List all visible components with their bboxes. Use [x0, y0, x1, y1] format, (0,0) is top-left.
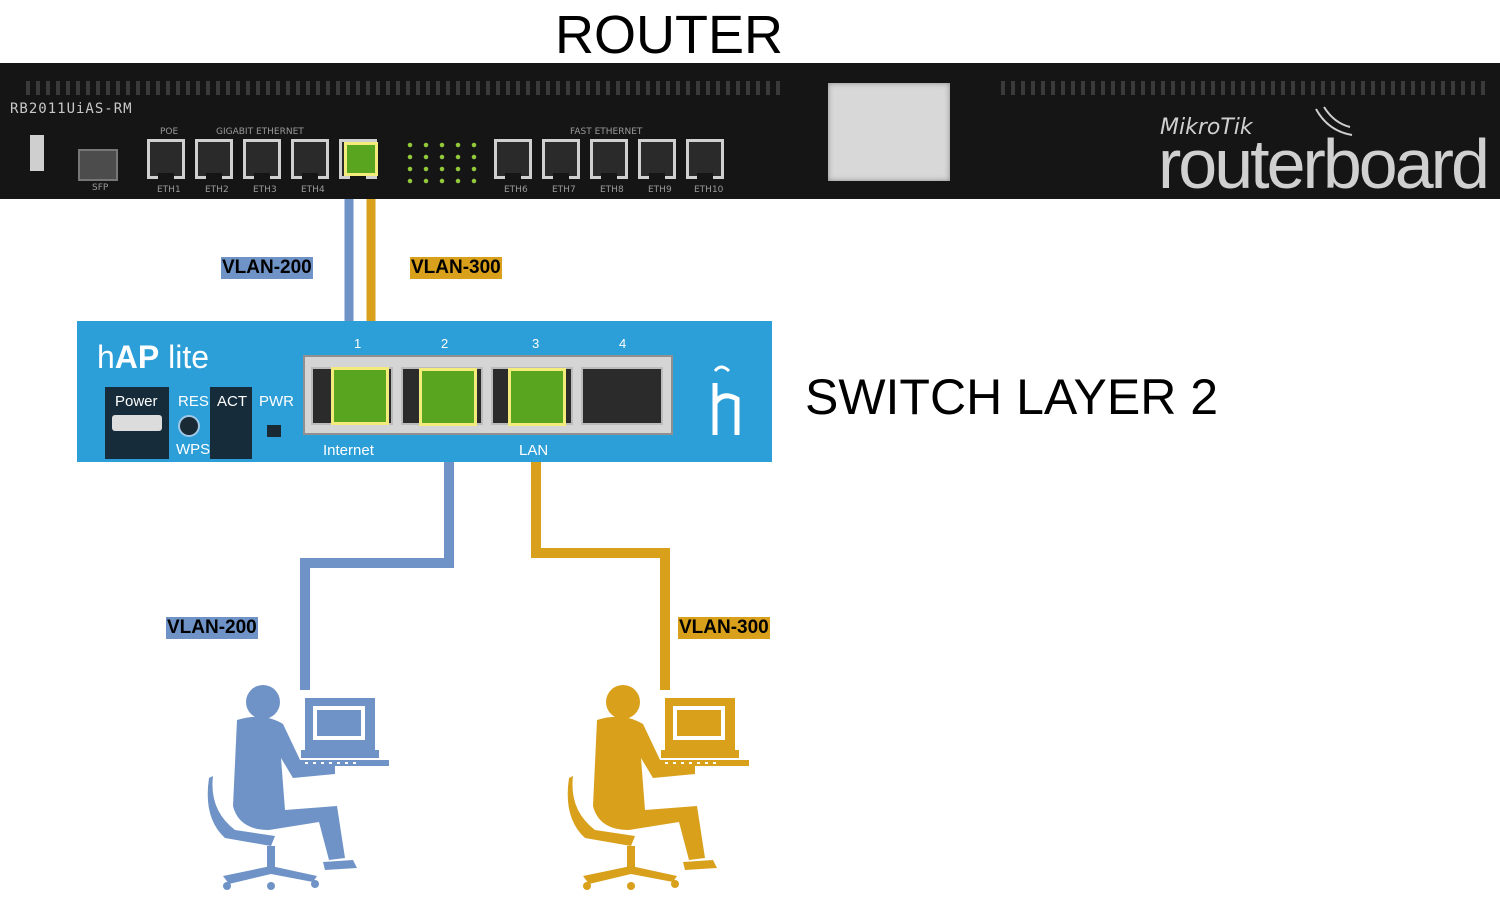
router-port-eth6 [494, 139, 532, 179]
router-device: RB2011UiAS-RM SFP POE GIGABIT ETHERNET F… [0, 63, 1500, 199]
router-port-eth5-highlight [344, 142, 378, 176]
internet-label: Internet [323, 442, 374, 459]
router-vent-left [20, 81, 780, 95]
usb-port [30, 135, 44, 171]
hap-brand-lite: lite [168, 339, 210, 375]
eth-label: ETH8 [600, 185, 624, 195]
gigabit-label: GIGABIT ETHERNET [216, 127, 304, 137]
eth-label: ETH2 [205, 185, 229, 195]
router-port-eth3 [243, 139, 281, 179]
poe-label: POE [160, 127, 179, 137]
fast-ethernet-label: FAST ETHERNET [570, 127, 643, 137]
cable-vlan-200-access [300, 425, 454, 690]
router-port-eth10 [686, 139, 724, 179]
switch-title: SWITCH LAYER 2 [805, 369, 1219, 425]
router-led-grid [402, 139, 482, 187]
router-model-label: RB2011UiAS-RM [10, 101, 133, 117]
act-label: ACT [217, 393, 247, 410]
reset-button [178, 415, 200, 437]
pwr-label: PWR [259, 393, 294, 410]
pwr-led [267, 425, 281, 437]
port-number-3: 3 [532, 336, 540, 351]
router-lcd-screen [828, 83, 950, 181]
hap-brand-h: h [97, 339, 115, 375]
sfp-label: SFP [92, 183, 109, 193]
cable-vlan-300-access [531, 425, 670, 690]
switch-port-2-highlight [419, 368, 477, 426]
routerboard-logo-text: routerboard [1158, 125, 1490, 203]
sfp-port [78, 149, 118, 181]
router-port-eth9 [638, 139, 676, 179]
computer-user-icon [207, 685, 389, 890]
hap-lite-logo: hAP lite [97, 339, 209, 376]
computer-user-icon [567, 685, 749, 890]
res-label: RES [178, 393, 209, 410]
switch-port-3-highlight [508, 368, 566, 426]
router-port-eth7 [542, 139, 580, 179]
router-port-eth1 [147, 139, 185, 179]
eth-label: ETH7 [552, 185, 576, 195]
eth-label: ETH4 [301, 185, 325, 195]
router-port-eth8 [590, 139, 628, 179]
wifi-arcs-icon [1315, 106, 1353, 136]
router-vent-right [995, 81, 1485, 95]
switch-port-1-highlight [331, 367, 389, 425]
eth-label: ETH9 [648, 185, 672, 195]
vlan-300-trunk-label: VLAN-300 [410, 257, 502, 279]
eth-label: ETH6 [504, 185, 528, 195]
port-number-1: 1 [354, 336, 362, 351]
act-box [210, 387, 252, 459]
eth-label: ETH10 [694, 185, 724, 195]
vlan-300-access-label: VLAN-300 [678, 617, 770, 639]
router-port-eth2 [195, 139, 233, 179]
lan-label: LAN [519, 442, 549, 459]
eth-label: ETH1 [157, 185, 181, 195]
vlan-200-access-label: VLAN-200 [166, 617, 258, 639]
power-label: Power [115, 393, 158, 410]
router-title: ROUTER [555, 5, 783, 65]
eth-label: ETH3 [253, 185, 277, 195]
router-port-eth4 [291, 139, 329, 179]
hap-h-icon [712, 365, 740, 435]
vlan-200-trunk-label: VLAN-200 [221, 257, 313, 279]
mikrotik-logo-text: MikroTik [1160, 115, 1253, 140]
wps-label: WPS [176, 441, 211, 458]
port-number-4: 4 [619, 336, 627, 351]
port-number-2: 2 [441, 336, 449, 351]
power-jack [112, 415, 162, 431]
hap-brand-ap: AP [114, 339, 160, 375]
switch-port-4 [581, 367, 663, 425]
